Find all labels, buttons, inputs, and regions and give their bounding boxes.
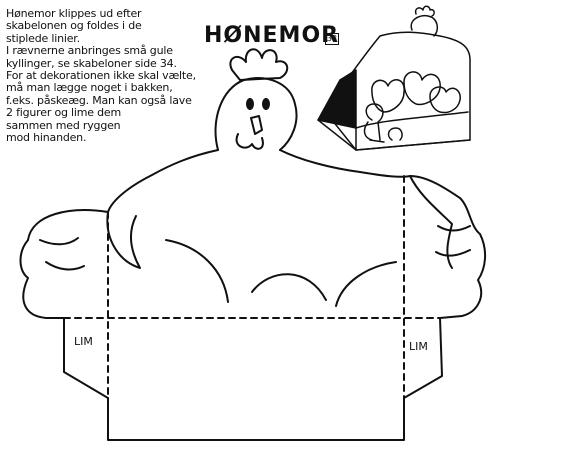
hen-eye-right <box>262 98 270 110</box>
hen-head <box>214 77 298 151</box>
preview-tray-front <box>331 119 471 151</box>
hen-beak <box>250 115 263 135</box>
fold-lines <box>63 175 441 399</box>
preview-tray-rim <box>355 111 469 129</box>
hen-belly-arc-left <box>165 239 229 303</box>
base-panel <box>107 397 405 441</box>
hen-inner-feather-left <box>106 211 141 269</box>
preview-chick-small <box>387 127 403 141</box>
preview-chick-standing <box>363 103 385 143</box>
glue-tab-left <box>63 317 109 399</box>
hen-belly-arc-center <box>251 273 327 301</box>
glue-label-right: LIM <box>409 340 428 353</box>
preview-dark-side <box>317 69 357 129</box>
hen-feather-lines-left <box>39 237 85 271</box>
hen-eye-left <box>246 98 254 110</box>
hen-comb <box>229 48 289 81</box>
preview-comb <box>414 5 435 17</box>
preview-illustration <box>317 5 471 151</box>
page-title: HØNEMOR <box>204 23 340 48</box>
page-number-box: 33 <box>325 33 339 45</box>
hen-body-outline <box>19 149 486 319</box>
preview-chicks <box>371 71 461 114</box>
instructions-text: Hønemor klippes ud efter skabelonen og f… <box>6 7 196 145</box>
glue-label-left: LIM <box>74 335 93 348</box>
preview-head <box>410 14 439 37</box>
hen-feather-lines-right <box>435 225 471 257</box>
glue-tab-right <box>403 317 443 399</box>
hen-wattle <box>235 133 264 150</box>
hen-belly-arc-right <box>335 261 397 307</box>
